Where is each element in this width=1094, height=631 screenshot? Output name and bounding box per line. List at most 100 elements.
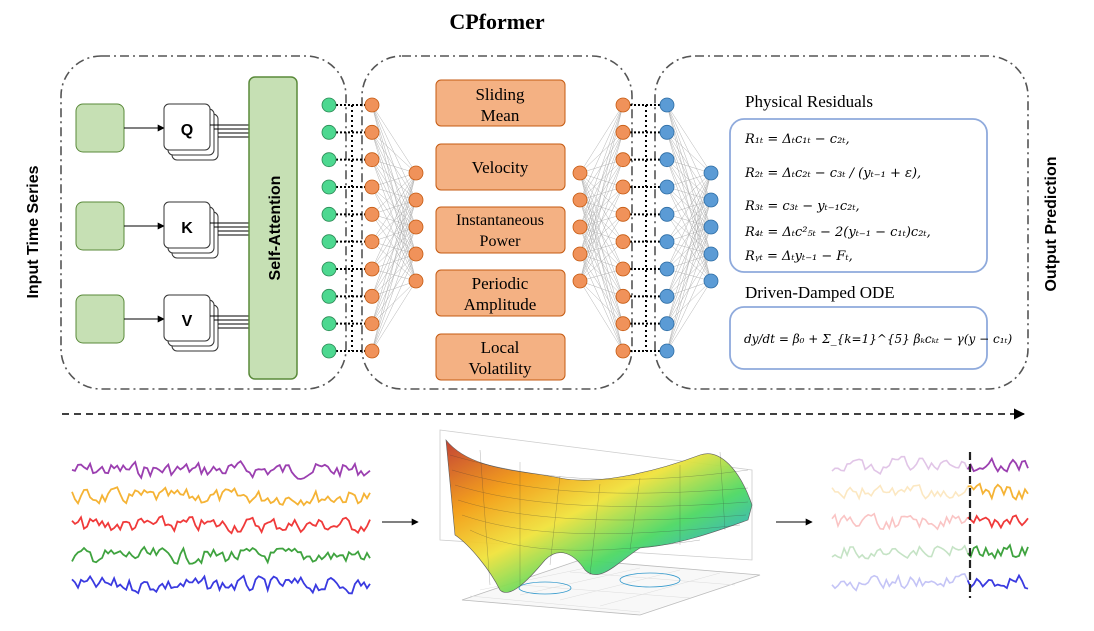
network-node <box>615 343 631 359</box>
network-edge <box>579 280 624 352</box>
network-edge <box>371 172 417 188</box>
network-node <box>615 206 631 222</box>
network-node <box>321 152 337 168</box>
network-edge <box>666 253 712 352</box>
network-edge <box>371 132 417 174</box>
network-node <box>321 261 337 277</box>
feature-line1: Local <box>481 338 520 357</box>
qkv-connectors <box>210 124 249 329</box>
forecast-series-line <box>966 573 1029 590</box>
network-node <box>364 124 380 140</box>
network-node <box>659 343 675 359</box>
network-node <box>659 288 675 304</box>
network-node <box>321 124 337 140</box>
network-node <box>572 246 588 262</box>
network-node <box>364 288 380 304</box>
input-block-k <box>75 201 125 251</box>
feature-velocity: Velocity <box>435 143 566 191</box>
network-node <box>321 316 337 332</box>
self-attention-label: Self-Attention <box>267 176 284 281</box>
network-node <box>659 97 675 113</box>
forecast-series-line <box>967 514 1029 530</box>
left-network <box>321 97 424 359</box>
attention-panel <box>60 55 347 390</box>
network-edge <box>579 104 624 174</box>
network-node <box>364 179 380 195</box>
network-edge <box>579 280 624 324</box>
network-node <box>364 261 380 277</box>
network-edge <box>371 172 417 297</box>
network-edge <box>579 132 624 282</box>
network-edge <box>666 172 712 188</box>
feature-sliding-mean: Sliding Mean <box>435 79 566 127</box>
network-edge <box>371 172 417 242</box>
network-node <box>572 273 588 289</box>
forecast-series-line <box>967 482 1029 501</box>
feature-line1: Velocity <box>472 158 529 177</box>
network-edge <box>371 280 417 352</box>
feature-line2: Power <box>480 233 522 250</box>
feature-local-volatility: Local Volatility <box>435 333 566 381</box>
network-edge <box>579 104 624 228</box>
input-series-plot <box>71 460 371 595</box>
residual-eq-1: R₁ₜ = Δₜc₁ₜ − c₂ₜ, <box>744 132 850 147</box>
network-node <box>703 192 719 208</box>
network-edge <box>371 172 417 324</box>
network-node <box>615 179 631 195</box>
network-node <box>321 234 337 250</box>
network-node <box>572 219 588 235</box>
residuals-box <box>729 118 988 273</box>
network-edge <box>579 104 624 201</box>
network-node <box>408 165 424 181</box>
network-edge <box>371 172 417 352</box>
forecast-series-line <box>966 456 1029 474</box>
q-card-stack: Q <box>163 103 219 161</box>
network-edge <box>371 226 417 352</box>
v-label: V <box>182 313 193 330</box>
network-edge <box>666 172 712 270</box>
network-edge <box>371 253 417 352</box>
network-node <box>659 152 675 168</box>
network-node <box>321 179 337 195</box>
network-node <box>364 234 380 250</box>
history-series-line <box>831 455 969 475</box>
network-edge <box>579 104 624 255</box>
network-node <box>659 261 675 277</box>
network-node <box>615 234 631 250</box>
output-prediction-label: Output Prediction <box>1043 156 1060 291</box>
history-series-line <box>831 484 969 501</box>
q-label: Q <box>181 122 193 139</box>
network-edge <box>579 280 624 297</box>
physical-residuals-title: Physical Residuals <box>745 92 873 111</box>
k-label: K <box>181 220 193 237</box>
feature-instantaneous-power: Instantaneous Power <box>435 206 566 254</box>
network-node <box>615 316 631 332</box>
network-node <box>703 273 719 289</box>
feature-periodic-amplitude: Periodic Amplitude <box>435 269 566 317</box>
network-node <box>321 288 337 304</box>
input-block-q <box>75 103 125 153</box>
network-edge <box>371 159 417 174</box>
ode-equation: dy/dt = β₀ + Σ_{k=1}^{5} βₖcₖₜ − γ(y − c… <box>744 332 1012 346</box>
network-node <box>703 165 719 181</box>
network-node <box>703 219 719 235</box>
network-node <box>321 206 337 222</box>
feature-line1: Instantaneous <box>456 212 544 229</box>
network-node <box>615 97 631 113</box>
k-card-stack: K <box>163 201 219 259</box>
network-node <box>659 234 675 250</box>
network-node <box>408 273 424 289</box>
network-edge <box>371 104 417 174</box>
network-edge <box>579 214 624 282</box>
network-node <box>615 124 631 140</box>
input-series-line <box>71 574 371 595</box>
network-edge <box>666 172 712 242</box>
surface-plot-icon <box>439 429 761 616</box>
feature-line2: Volatility <box>469 359 532 378</box>
network-node <box>659 179 675 195</box>
network-edge <box>579 104 624 282</box>
network-edge <box>579 186 624 282</box>
network-edge <box>666 132 712 174</box>
network-node <box>364 152 380 168</box>
network-edge <box>579 241 624 282</box>
